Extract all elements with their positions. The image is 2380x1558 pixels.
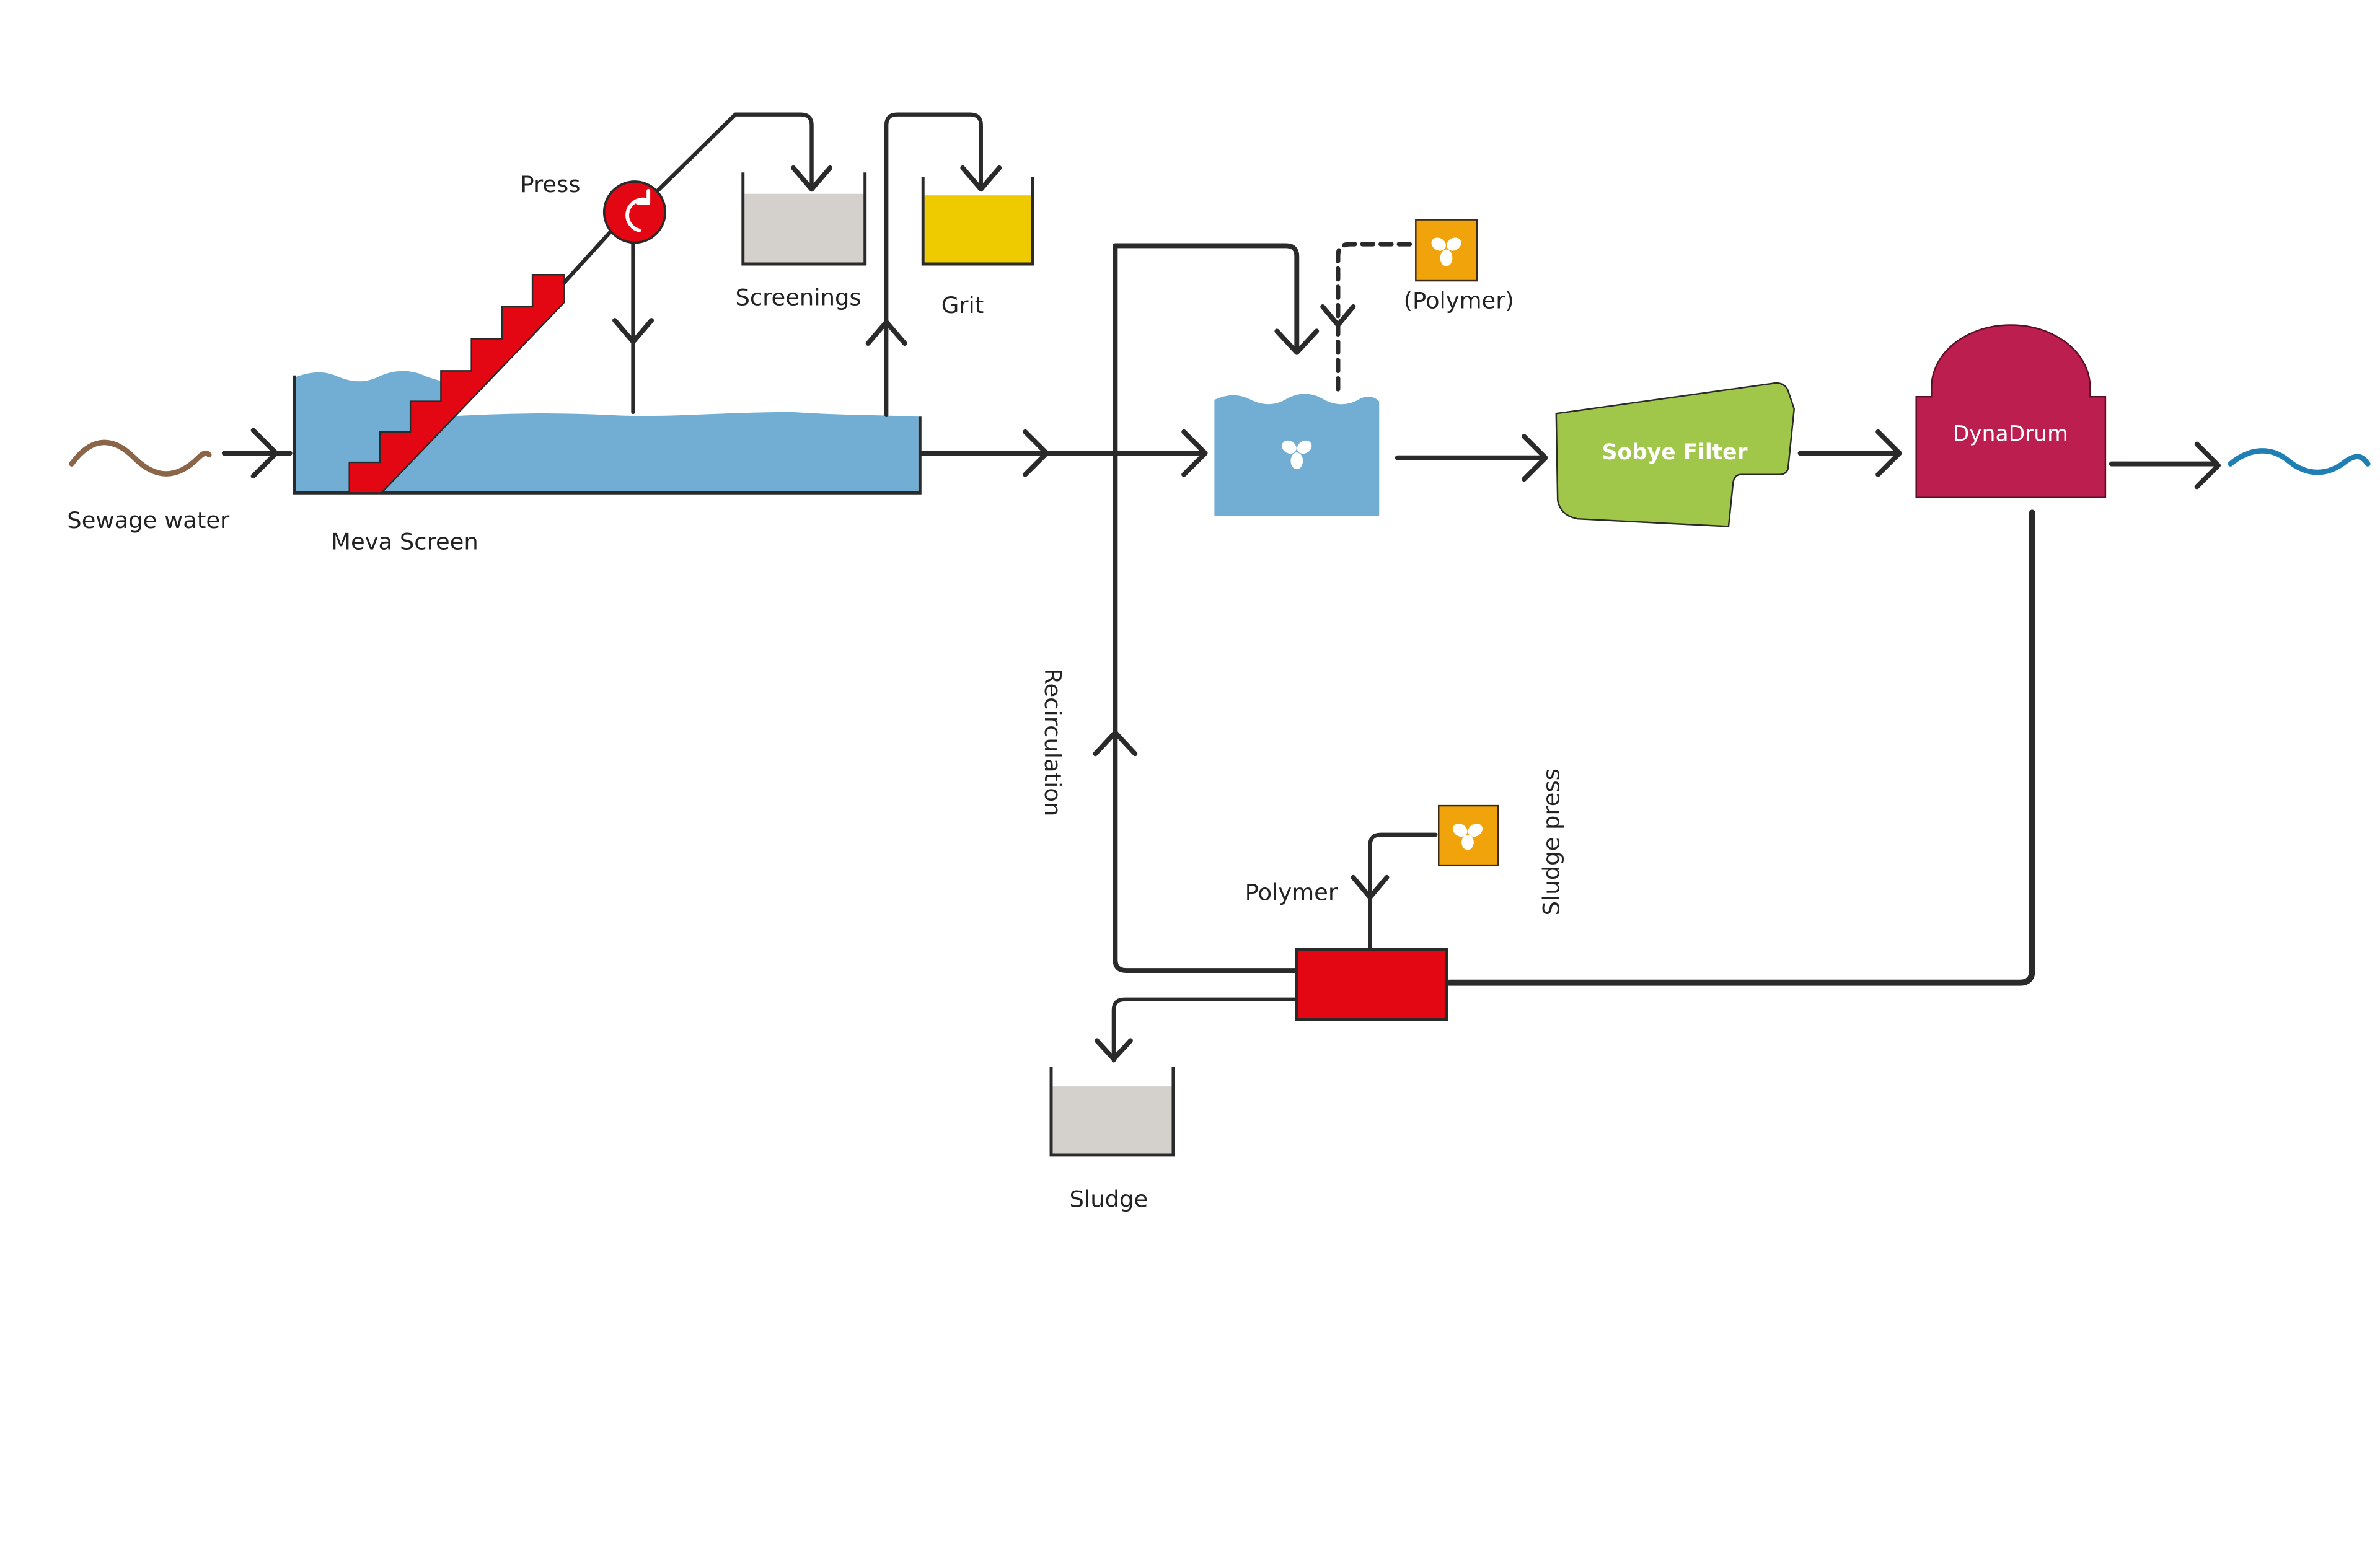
screenings-arrow-icon [791, 165, 833, 192]
sobye-filter-shape [1555, 382, 1796, 527]
sludge-arrow-icon [1094, 1038, 1133, 1062]
press-return-arrow-icon [612, 318, 654, 345]
rotate-clockwise-icon [625, 188, 651, 232]
dynadrum-inlet-arrow-icon [1875, 429, 1902, 477]
screenings-bin [741, 172, 867, 266]
mixer-propeller-icon [1282, 440, 1312, 470]
clean-water-wave-icon [2228, 448, 2371, 475]
sobye-filter: Sobye Filter [1555, 382, 1796, 527]
meva-screen-label: Meva Screen [331, 528, 478, 555]
sludge-press-box [1295, 948, 1448, 1021]
grit-container: Grit [865, 112, 1034, 417]
sludge-fill [1052, 1086, 1172, 1155]
outflow-arrow-icon [1023, 429, 1049, 477]
sewage-wave-icon [69, 439, 212, 477]
meva-screen-unit: Meva Screen [293, 228, 922, 555]
outflow-final-arrow-icon [2194, 441, 2221, 490]
meva-screen-stairs [348, 273, 565, 494]
recirculation-up-arrow-icon [1093, 729, 1138, 757]
polymer-feed-pipe [1368, 832, 1438, 950]
propeller-icon [1431, 237, 1461, 266]
press-circle [602, 180, 667, 244]
polymer-feed-arrow-icon [1351, 874, 1390, 900]
main-flow-line [919, 429, 1208, 477]
sludge-polymer-propeller-icon [1452, 823, 1483, 850]
recirculation-pipe [1113, 243, 1300, 973]
sludge-press-label: Sludge press [1538, 768, 1565, 915]
sludge-container: Sludge [1049, 997, 1298, 1213]
meva-screen-water [296, 371, 919, 491]
polymer-optional-label: (Polymer) [1404, 287, 1514, 314]
press-to-screenings-pipe [654, 112, 814, 195]
grit-bin [921, 177, 1034, 266]
grit-up-arrow-icon [865, 319, 907, 346]
polymer-dosing-optional: (Polymer) [1320, 219, 1514, 398]
dynadrum-shape [1915, 324, 2107, 498]
grit-down-arrow-icon [960, 165, 1002, 192]
grit-pipe [884, 112, 983, 417]
recirculation-label: Recirculation [1039, 668, 1066, 816]
filter-inlet-arrow-icon [1522, 434, 1548, 482]
screen-to-press-line [562, 228, 614, 284]
polymer-dashed-line [1336, 242, 1413, 398]
dynadrum-label: DynaDrum [1953, 422, 2068, 447]
polymer-doser-box [1415, 219, 1478, 282]
dynadrum-unit: DynaDrum [1915, 324, 2107, 498]
polymer-dosing-arrow-icon [1320, 304, 1356, 328]
press-unit: Press [520, 112, 833, 415]
sewage-water-inflow: Sewage water [67, 428, 293, 534]
sludge-bin [1049, 1067, 1175, 1157]
sludge-press-unit: Sludge press Polymer [1245, 768, 1565, 1021]
screenings-fill [744, 193, 865, 264]
polymer-label: Polymer [1245, 879, 1338, 906]
mixing-inlet-arrow-icon [1181, 429, 1208, 477]
grit-fill [924, 195, 1033, 264]
sobye-filter-label: Sobye Filter [1602, 440, 1748, 465]
press-label: Press [520, 171, 580, 198]
screenings-label: Screenings [735, 284, 861, 310]
recirculation-loop: Recirculation [1039, 243, 1320, 973]
mixing-tank [1214, 394, 1380, 516]
sewage-water-label: Sewage water [67, 507, 230, 534]
sludge-outflow-pipe [1111, 997, 1298, 1063]
sludge-label: Sludge [1070, 1186, 1148, 1213]
dynadrum-sludge-pipe [1446, 509, 2035, 986]
grit-label: Grit [941, 292, 984, 319]
inflow-arrow-icon [250, 428, 279, 479]
recirculation-inlet-arrow-icon [1274, 328, 1320, 355]
screenings-container: Screenings [735, 172, 867, 310]
